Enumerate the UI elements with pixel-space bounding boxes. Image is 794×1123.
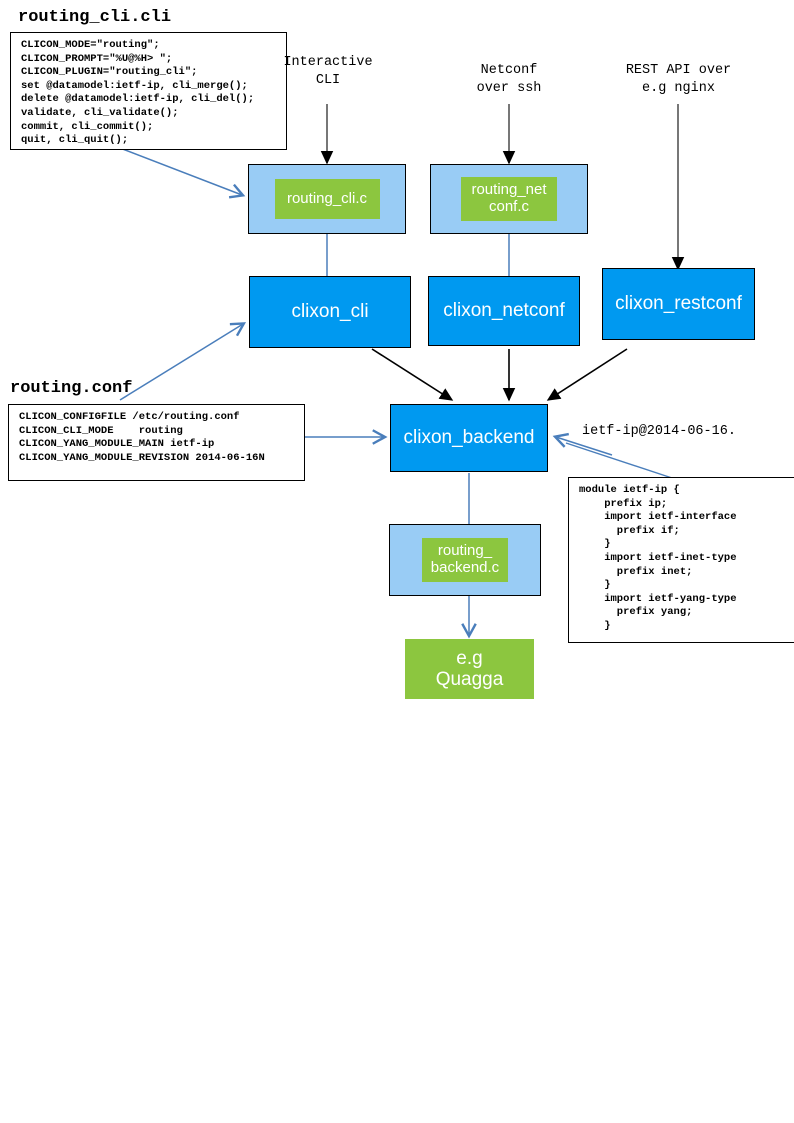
arrow-clispec-to-cli-plugin [119,147,246,199]
arrow-conf-to-clixon-cli [119,322,247,401]
node-routing-netconf-c-label: routing_net conf.c [471,181,547,215]
node-clixon-netconf[interactable]: clixon_netconf [428,276,580,346]
node-clixon-restconf[interactable]: clixon_restconf [602,268,755,340]
annotation-interactive-cli: Interactive CLI [283,55,373,88]
node-clixon-cli[interactable]: clixon_cli [249,276,411,348]
cli-spec-title: routing_cli.cli [18,8,172,27]
cli-spec-body: CLICON_MODE="routing"; CLICON_PROMPT="%U… [21,39,255,147]
plugin-container-backend[interactable]: routing_ backend.c [389,524,541,596]
conf-box: CLICON_CONFIGFILE /etc/routing.conf CLIC… [8,404,305,481]
node-clixon-backend-label: clixon_backend [403,427,535,449]
node-routing-cli-c[interactable]: routing_cli.c [274,179,380,219]
node-clixon-cli-label: clixon_cli [291,301,369,323]
node-clixon-restconf-label: clixon_restconf [615,293,742,315]
plugin-container-cli[interactable]: routing_cli.c [248,164,406,234]
line-yanglabel-to-yangbox [565,442,673,479]
yang-module-title: ietf-ip@2014-06-16. [582,424,736,439]
yang-module-box: module ietf-ip { prefix ip; import ietf-… [568,477,794,643]
node-routing-cli-c-label: routing_cli.c [286,189,368,207]
cli-spec-box: CLICON_MODE="routing"; CLICON_PROMPT="%U… [10,32,287,150]
annotation-netconf-over-ssh: Netconf over ssh [476,63,542,96]
annotation-rest-api: REST API over e.g nginx [625,63,732,96]
arrow-cli-to-backend [371,348,454,401]
node-quagga[interactable]: e.g Quagga [405,639,534,699]
node-routing-netconf-c[interactable]: routing_net conf.c [461,177,557,221]
node-routing-backend-c[interactable]: routing_ backend.c [422,538,508,582]
node-clixon-backend[interactable]: clixon_backend [390,404,548,472]
conf-body: CLICON_CONFIGFILE /etc/routing.conf CLIC… [19,411,265,464]
plugin-container-netconf[interactable]: routing_net conf.c [430,164,588,234]
node-clixon-netconf-label: clixon_netconf [443,300,565,322]
node-routing-backend-c-label: routing_ backend.c [430,542,500,576]
yang-module-body: module ietf-ip { prefix ip; import ietf-… [579,484,737,632]
conf-title: routing.conf [10,379,133,398]
arrow-restconf-to-backend [546,348,628,401]
node-quagga-label: e.g Quagga [435,647,504,690]
